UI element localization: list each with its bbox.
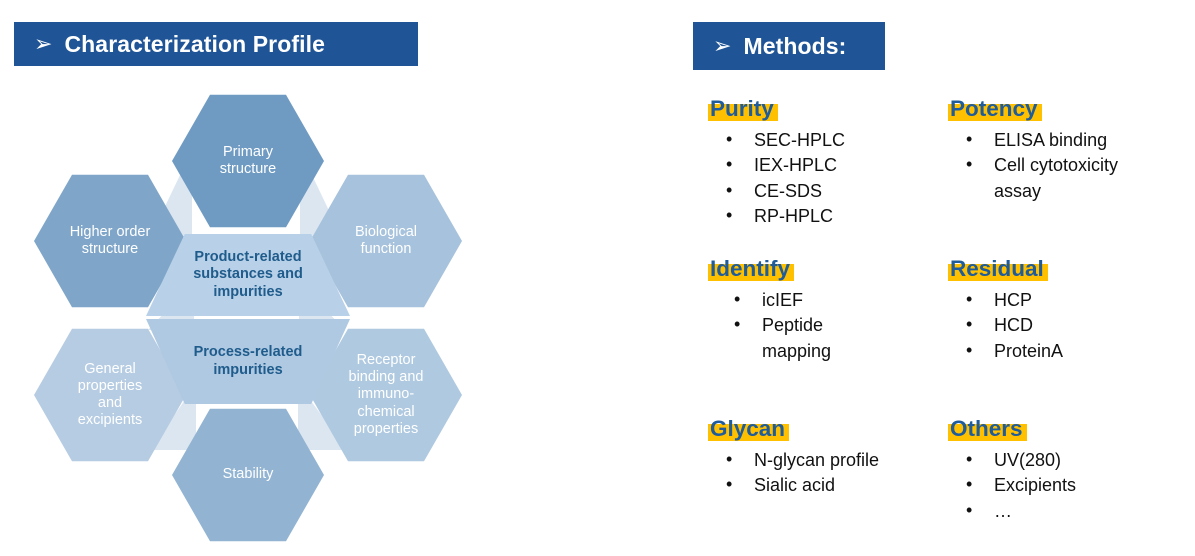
method-item-list: • N-glycan profile • Sialic acid [708,448,943,498]
method-title: Residual [950,256,1044,281]
bullet-icon: • [726,129,733,149]
hex-label: Stability [222,466,274,483]
bullet-icon: • [966,339,973,360]
highlight-band [948,424,1027,441]
list-item-label: SEC-HPLC [754,130,846,150]
bullet-icon: • [734,289,741,309]
bullet-icon: • [966,129,973,149]
bullet-icon: • [966,289,973,309]
list-item: • Cell cytotoxicity [948,153,1183,177]
method-block-identify: Identify • icIEF • Peptide mapping [708,256,943,364]
bullet-icon: • [966,154,973,175]
method-block-potency: Potency • ELISA binding • Cell cytotoxicit… [948,96,1183,204]
list-item-label: RP-HPLC [754,206,834,227]
list-item-label: ELISA binding [994,130,1108,150]
list-item-label: icIEF [762,290,804,310]
list-item: • IEX-HPLC [708,153,943,177]
list-item-label: CE-SDS [754,180,823,201]
method-title: Others [950,416,1023,441]
bullet-icon: • [726,449,733,469]
list-item: • HCP [948,288,1183,312]
method-title: Potency [950,96,1038,121]
method-item-list: • HCP • HCD • ProteinA [948,288,1183,363]
highlight-band [948,264,1048,281]
characterization-profile-title: Characterization Profile [64,30,326,57]
list-item-continuation: mapping [708,339,943,363]
list-item-label: IEX-HPLC [754,155,838,176]
methods-grid: Purity • SEC-HPLC • IEX-HPLC • CE-SDS • RP-H… [700,96,1185,551]
list-item: • Excipients [948,473,1183,497]
list-item: • RP-HPLC [708,204,943,228]
list-item-label: mapping [762,340,832,361]
list-item-label: HCP [994,290,1033,310]
list-item-label: Excipients [994,475,1077,496]
list-item: • CE-SDS [708,179,943,203]
list-item: • ELISA binding [948,128,1183,152]
list-item-label: Sialic acid [754,475,836,496]
methods-title: Methods: [743,32,847,59]
bullet-icon: • [734,314,741,335]
bullet-icon: • [726,205,733,226]
list-item-label: assay [994,180,1042,201]
method-block-glycan: Glycan • N-glycan profile • Sialic acid [708,416,943,499]
list-item: • HCD [948,313,1183,337]
list-item-label: Cell cytotoxicity [994,155,1119,176]
list-item: • N-glycan profile [708,448,943,472]
list-item-label: … [994,500,1012,521]
method-block-residual: Residual • HCP • HCD • ProteinA [948,256,1183,364]
method-block-others: Others •UV(280) •Excipients •… [948,416,1183,524]
list-item-label: ProteinA [994,340,1064,361]
method-item-list: • SEC-HPLC • IEX-HPLC • CE-SDS • RP-HPLC [708,128,943,229]
bullet-icon: • [966,449,973,469]
list-item-label: Peptide [762,315,824,336]
method-title: Identify [710,256,791,281]
list-item: • Sialic acid [708,473,943,497]
list-item-label: UV(280) [994,450,1062,470]
methods-header: ➢ Methods: [693,22,885,70]
list-item: • Peptide [708,313,943,337]
method-item-list: •UV(280) •Excipients •… [948,448,1183,523]
list-item: • icIEF [708,288,943,312]
method-title: Purity [710,96,774,121]
highlight-band [708,264,795,281]
bullet-icon: • [966,499,973,520]
highlight-band [948,104,1042,121]
arrow-bullet-icon: ➢ [713,33,732,58]
bullet-icon: • [966,474,973,495]
list-item: • ProteinA [948,339,1183,363]
bullet-icon: • [966,314,973,335]
arrow-bullet-icon: ➢ [34,31,53,56]
characterization-profile-header: ➢ Characterization Profile [14,22,418,66]
list-item-label: N-glycan profile [754,450,880,470]
method-title: Glycan [710,416,786,441]
list-item-label: HCD [994,315,1033,336]
highlight-band [708,424,790,441]
list-item-continuation: assay [948,179,1183,203]
method-item-list: • ELISA binding • Cell cytotoxicity assay [948,128,1183,203]
bullet-icon: • [726,154,733,175]
method-item-list: • icIEF • Peptide mapping [708,288,943,363]
highlight-band [708,104,778,121]
bullet-icon: • [726,179,733,200]
method-block-purity: Purity • SEC-HPLC • IEX-HPLC • CE-SDS • RP-H… [708,96,943,230]
list-item: • SEC-HPLC [708,128,943,152]
list-item: • UV(280) [948,448,1183,472]
list-item: •… [948,499,1183,523]
bullet-icon: • [726,474,733,495]
